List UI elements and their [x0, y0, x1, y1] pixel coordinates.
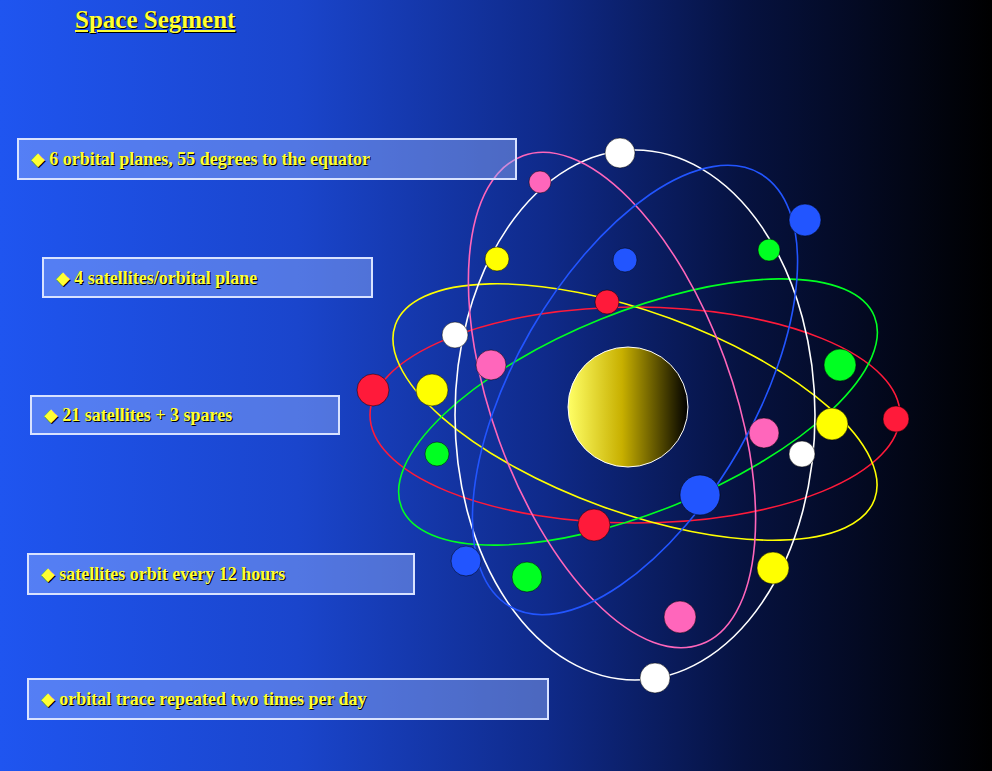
orbit-blue: [406, 113, 864, 666]
orbit-green: [364, 224, 912, 600]
orbit-white: [455, 150, 815, 680]
bullet-box: ◆ 4 satellites/orbital plane: [42, 257, 373, 298]
bullet-box: ◆ 21 satellites + 3 spares: [30, 395, 340, 435]
slide-title: Space Segment: [75, 6, 235, 34]
satellites: [357, 138, 909, 693]
orbit-pink: [410, 115, 813, 686]
bullet-text: ◆ orbital trace repeated two times per d…: [41, 688, 367, 710]
bullet-box: ◆ 6 orbital planes, 55 degrees to the eq…: [17, 138, 517, 180]
bullet-text: ◆ 4 satellites/orbital plane: [56, 267, 257, 289]
bullet-text: ◆ 21 satellites + 3 spares: [44, 404, 232, 426]
orbit-red: [370, 307, 900, 523]
bullet-box: ◆ satellites orbit every 12 hours: [27, 553, 415, 595]
bullet-text: ◆ satellites orbit every 12 hours: [41, 563, 285, 585]
bullet-box: ◆ orbital trace repeated two times per d…: [27, 678, 549, 720]
earth: [568, 347, 688, 467]
bullet-text: ◆ 6 orbital planes, 55 degrees to the eq…: [31, 148, 370, 170]
